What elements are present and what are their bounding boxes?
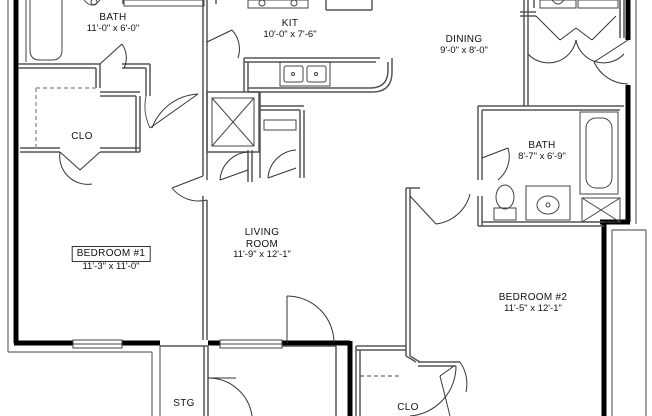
room-dimensions: 11'-5" x 12'-1": [504, 302, 562, 314]
room-dimensions: 11'-0" x 6'-0": [86, 22, 140, 34]
room-dimensions: 9'-0" x 8'-0": [440, 44, 488, 56]
room-label-bedroom-1: BEDROOM #1 11'-3" x 11'-0": [71, 243, 151, 272]
interior-walls: [18, 0, 625, 416]
room-label-bath-2: BATH 8'-7" x 6'-9": [518, 140, 566, 162]
room-label-closet-1: CLO: [71, 131, 92, 143]
exterior-outline: [7, 0, 647, 416]
room-name: STG: [173, 398, 195, 409]
room-name: ROOM: [245, 238, 279, 250]
room-label-closet-2: CLO: [397, 402, 418, 414]
room-dimensions: 8'-7" x 6'-9": [518, 150, 566, 162]
room-label-dining: DINING 9'-0" x 8'-0": [440, 34, 488, 56]
room-name: CLO: [397, 402, 419, 413]
room-label-living-room: LIVING ROOM 11'-9" x 12'-1": [233, 227, 291, 261]
room-dimensions: 11'-3" x 11'-0": [82, 260, 140, 272]
room-label-storage: STG: [173, 398, 194, 410]
room-name: KIT: [281, 18, 299, 29]
room-name: LIVING: [244, 227, 280, 238]
room-name: BATH: [99, 12, 127, 23]
room-name: DINING: [445, 34, 483, 45]
doors: [59, 15, 629, 416]
room-name: BEDROOM #1: [71, 246, 151, 262]
fixtures: [25, 0, 621, 377]
room-label-kitchen: KIT 10'-0" x 7'-6": [263, 18, 316, 40]
windows: [72, 339, 283, 349]
room-label-bedroom-2: BEDROOM #2 11'-5" x 12'-1": [499, 292, 568, 314]
exterior-walls: [13, 0, 631, 416]
room-dimensions: 11'-9" x 12'-1": [233, 249, 291, 260]
room-name: CLO: [71, 131, 93, 142]
room-name: BEDROOM #2: [498, 292, 568, 303]
room-label-bath-1: BATH 11'-0" x 6'-0": [87, 12, 139, 34]
room-name: BATH: [528, 140, 556, 151]
room-dimensions: 10'-0" x 7'-6": [263, 28, 317, 40]
